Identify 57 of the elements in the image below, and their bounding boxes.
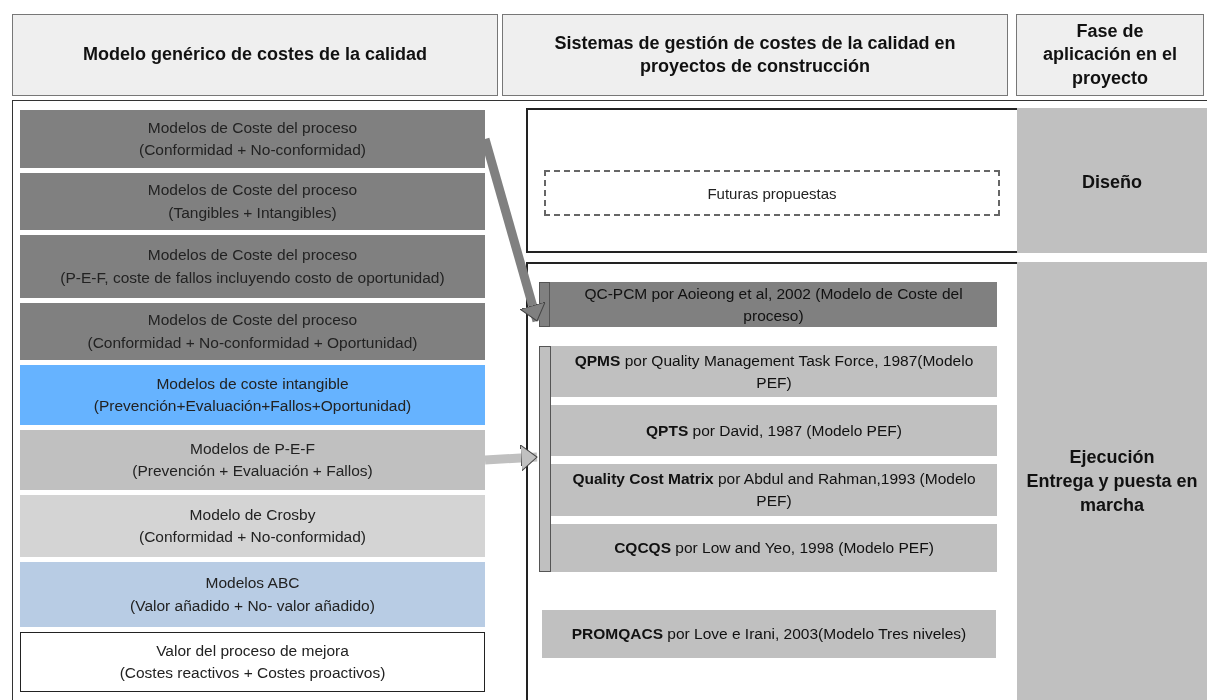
model-title: Modelos de Coste del proceso <box>147 245 358 266</box>
column-heading: Fase de aplicación en el proyecto <box>1041 19 1179 90</box>
header-cell <box>1016 14 1204 96</box>
model-box <box>20 365 485 425</box>
model-title: Modelos de coste intangible <box>156 373 349 394</box>
system-box <box>551 346 997 397</box>
system-box <box>551 464 997 516</box>
header-cell <box>502 14 1008 96</box>
model-box <box>20 303 485 360</box>
phase-label: Ejecución <box>1069 445 1155 469</box>
system-box <box>542 610 996 658</box>
system-box <box>550 282 997 327</box>
column-heading: Sistemas de gestión de costes de la calidad en proyectos de construcción <box>553 31 957 78</box>
model-formula: (Prevención + Evaluación + Fallos) <box>132 461 373 481</box>
system-box <box>551 524 997 572</box>
box-label: Futuras propuestas <box>707 184 837 202</box>
model-formula: (Conformidad + No-conformidad) <box>139 140 366 160</box>
phase-band <box>1017 262 1207 700</box>
phase-label: Entrega y puesta en marcha <box>1025 469 1199 518</box>
model-title: Modelo de Crosby <box>189 504 316 525</box>
model-formula: (Conformidad + No-conformidad + Oportunidad) <box>87 332 418 353</box>
model-formula: (Costes reactivos + Costes proactivos) <box>119 663 386 683</box>
system-reference: QPMS por Quality Management Task Force, 1987(Modelo PEF) <box>573 350 975 393</box>
model-box <box>20 632 485 692</box>
model-formula: (Conformidad + No-conformidad) <box>139 527 366 547</box>
model-formula: (P-E-F, coste de fallos incluyendo costo de oportunidad) <box>60 267 445 288</box>
model-title: Modelos ABC <box>205 573 300 594</box>
model-formula: (Valor añadido + No- valor añadido) <box>130 595 375 616</box>
model-box <box>20 173 485 230</box>
phase-band <box>1017 108 1207 253</box>
model-box <box>20 430 485 490</box>
model-box <box>20 562 485 627</box>
system-box <box>551 405 997 456</box>
model-box <box>20 495 485 557</box>
system-reference: QPTS por David, 1987 (Modelo PEF) <box>646 420 902 441</box>
arrow <box>484 444 538 472</box>
model-title: Modelos de Coste del proceso <box>147 117 358 138</box>
model-box <box>20 110 485 168</box>
section-panel <box>526 108 1017 253</box>
model-title: Modelos de P-E-F <box>190 438 315 459</box>
model-box <box>20 235 485 298</box>
model-title: Modelos de Coste del proceso <box>147 310 358 331</box>
system-reference: PROMQACS por Love e Irani, 2003(Modelo Tres niveles) <box>571 624 967 645</box>
bracket-bar <box>539 282 550 327</box>
column-heading: Modelo genérico de costes de la calidad <box>82 43 428 67</box>
system-reference: Quality Cost Matrix por Abdul and Rahman,1993 (Modelo PEF) <box>571 469 977 511</box>
section-panel <box>526 262 1017 700</box>
bracket-bar <box>539 346 551 572</box>
dashed-box <box>544 170 1000 216</box>
header-cell <box>12 14 498 96</box>
model-formula: (Tangibles + Intangibles) <box>168 202 337 223</box>
system-reference: QC-PCM por Aoieong et al, 2002 (Modelo de Coste del proceso) <box>583 283 964 326</box>
model-formula: (Prevención+Evaluación+Fallos+Oportunidad) <box>93 396 412 416</box>
model-title: Valor del proceso de mejora <box>156 640 349 661</box>
system-reference: CQCQS por Low and Yeo, 1998 (Modelo PEF) <box>614 538 934 559</box>
model-title: Modelos de Coste del proceso <box>147 180 358 201</box>
phase-label: Diseño <box>1082 171 1142 194</box>
